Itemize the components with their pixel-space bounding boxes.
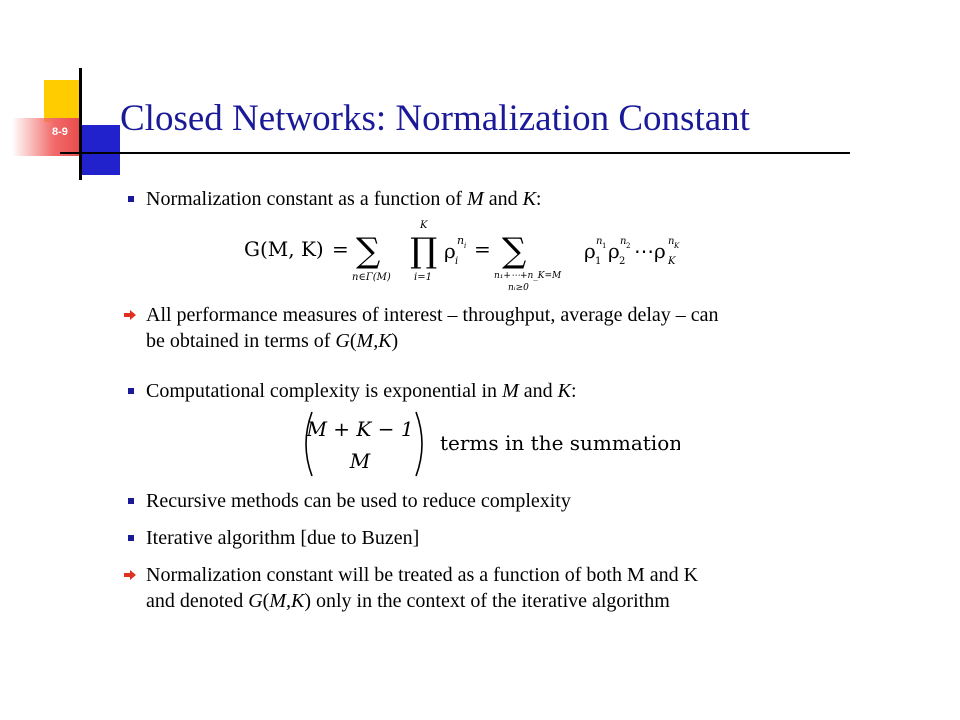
svg-text:ρ: ρ [584,239,596,263]
slide-number: 8-9 [52,126,68,138]
decor-vertical-line [79,68,82,180]
svg-text:i=1: i=1 [414,272,432,283]
svg-text:=: = [474,237,491,261]
svg-text:n: n [457,234,464,247]
bullet-2: All performance measures of interest – t… [124,302,918,354]
svg-text:⋯ρ: ⋯ρ [634,239,666,263]
formula-lhs: G(M, K) [244,237,324,261]
decor-blue-block [82,125,120,175]
svg-text:2: 2 [619,256,625,267]
svg-text:K: K [667,256,676,267]
square-bullet-icon [128,535,134,541]
arrow-bullet-icon [124,570,136,580]
svg-text:2: 2 [626,242,630,250]
binomial-bottom: M [349,449,371,473]
svg-text:n: n [620,236,626,247]
svg-text:1: 1 [602,242,606,250]
svg-text:=: = [332,237,349,261]
svg-text:n: n [668,236,674,247]
svg-text:K: K [673,242,680,250]
title-underline [60,152,850,154]
svg-text:nᵢ≥0: nᵢ≥0 [508,283,529,293]
right-paren [415,411,423,477]
square-bullet-icon [128,196,134,202]
bullet-1: Normalization constant as a function of … [128,186,918,212]
svg-text:K: K [419,220,428,231]
svg-text:n∈Γ(M): n∈Γ(M) [352,272,391,283]
svg-text:ρ: ρ [608,239,620,263]
normalization-formula: G(M, K) = ∑ n∈Γ(M) ∏ K i=1 ρ i n i = ∑ n… [240,218,700,303]
sum-symbol: ∑ [356,231,380,271]
product-symbol: ∏ [410,231,437,271]
binomial-top: M + K − 1 [305,417,413,441]
svg-text:i: i [455,256,458,267]
left-paren [305,411,313,477]
svg-text:n₁+⋯+n_K=M: n₁+⋯+n_K=M [494,271,562,281]
svg-text:i: i [464,242,466,250]
bullet-5: Iterative algorithm [due to Buzen] [128,525,918,551]
square-bullet-icon [128,388,134,394]
binomial-caption: terms in the summation [440,431,680,455]
svg-text:∑: ∑ [502,231,526,271]
svg-text:ρ: ρ [444,239,456,263]
decor-yellow-block [44,80,82,122]
decor-red-block [12,118,82,156]
arrow-bullet-icon [124,310,136,320]
svg-text:n: n [596,236,602,247]
svg-text:1: 1 [595,256,601,267]
bullet-6: Normalization constant will be treated a… [124,562,918,614]
binomial-formula: M + K − 1 M terms in the summation [300,408,682,485]
square-bullet-icon [128,498,134,504]
bullet-4: Recursive methods can be used to reduce … [128,488,918,514]
page-title: Closed Networks: Normalization Constant [120,98,750,139]
bullet-3: Computational complexity is exponential … [128,378,918,404]
